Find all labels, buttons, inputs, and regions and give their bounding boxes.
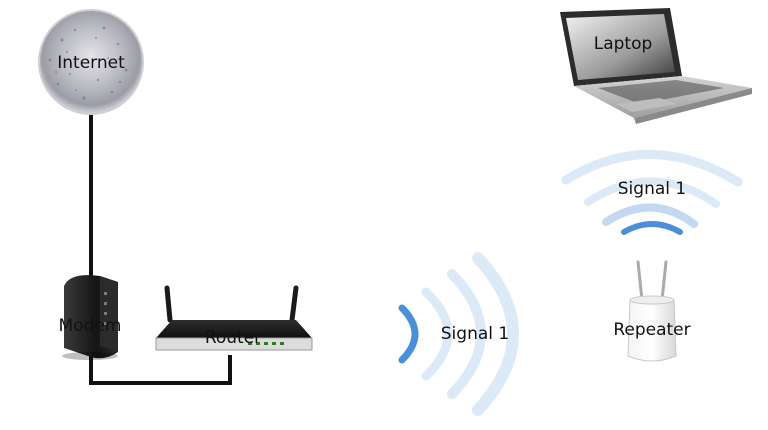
repeater-wifi-waves [561, 150, 743, 235]
router-icon [155, 285, 313, 351]
modem-icon [62, 275, 118, 360]
cable-modem-router [89, 355, 232, 385]
modem-label: Modem [59, 316, 122, 336]
repeater-label: Repeater [613, 320, 690, 340]
internet-label: Internet [57, 53, 125, 73]
laptop-icon [560, 8, 752, 124]
repeater-icon [627, 260, 677, 362]
router-label: Router [205, 328, 261, 348]
repeater-signal-label: Signal 1 [618, 179, 686, 199]
internet-globe-icon [38, 9, 144, 115]
router-signal-label: Signal 1 [441, 324, 509, 344]
laptop-label: Laptop [594, 34, 653, 54]
router-wifi-waves-detail [398, 252, 519, 416]
